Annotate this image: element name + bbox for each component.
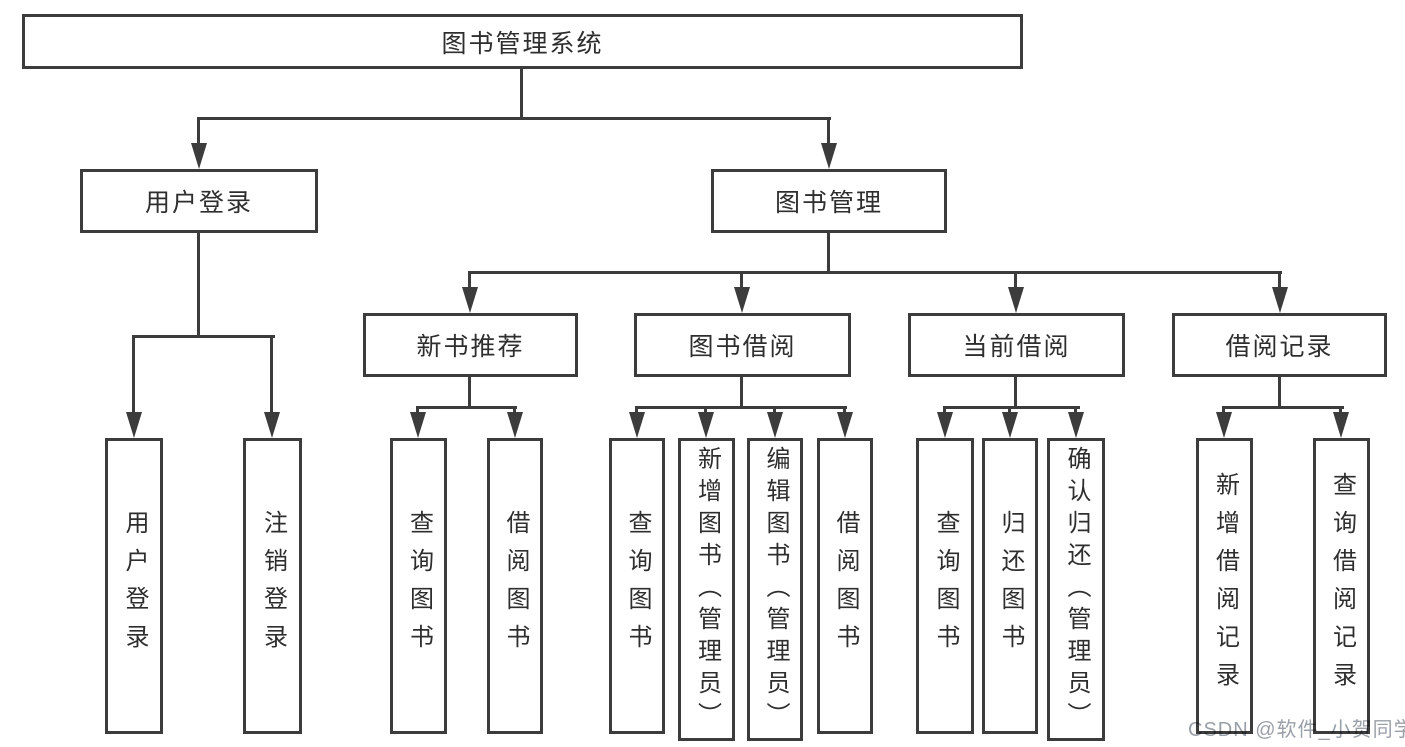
connector-line — [943, 406, 946, 416]
node-borrow-records-label: 借阅记录 — [1225, 333, 1334, 361]
node-bb-borrow: 借阅图书 — [817, 438, 873, 734]
node-book-mgmt-label: 图书管理 — [774, 189, 883, 217]
node-cb-return-label: 归还图书 — [997, 510, 1024, 662]
watermark-text: CSDN @软件_小贺同学 — [1188, 719, 1405, 741]
arrow-down-icon — [734, 287, 750, 313]
node-nb-borrow: 借阅图书 — [487, 438, 543, 734]
arrow-down-icon — [1002, 412, 1018, 438]
node-book-borrow-label: 图书借阅 — [688, 333, 797, 361]
node-br-add-label: 新增借阅记录 — [1211, 472, 1239, 700]
arrow-down-icon — [629, 412, 645, 438]
node-cb-confirm: 确认归还（管理员） — [1047, 438, 1105, 741]
arrow-down-icon — [698, 412, 714, 438]
node-br-add: 新增借阅记录 — [1196, 438, 1253, 734]
connector-line — [197, 233, 200, 337]
arrow-down-icon — [1216, 412, 1232, 438]
connector-line — [1339, 406, 1342, 416]
node-current-borrow-label: 当前借阅 — [962, 333, 1071, 361]
connector-line — [468, 271, 1282, 274]
node-bb-edit-label: 编辑图书（管理员） — [762, 445, 789, 734]
node-bb-query-label: 查询图书 — [624, 510, 651, 662]
arrow-down-icon — [1333, 412, 1349, 438]
node-login-label: 用户登录 — [121, 510, 148, 662]
arrow-down-icon — [767, 412, 783, 438]
arrow-down-icon — [507, 412, 523, 438]
node-nb-query: 查询图书 — [390, 438, 447, 734]
node-root: 图书管理系统 — [22, 14, 1023, 69]
connector-line — [773, 406, 776, 416]
node-cb-confirm-label: 确认归还（管理员） — [1063, 445, 1090, 734]
connector-line — [468, 271, 471, 289]
node-current-borrow: 当前借阅 — [908, 313, 1125, 377]
node-bb-borrow-label: 借阅图书 — [832, 510, 859, 662]
arrow-down-icon — [264, 412, 280, 438]
connector-line — [1074, 406, 1077, 416]
connector-line — [827, 233, 830, 274]
connector-line — [1014, 377, 1017, 409]
arrow-down-icon — [1272, 287, 1288, 313]
connector-line — [520, 69, 523, 118]
node-br-query-label: 查询借阅记录 — [1328, 472, 1356, 700]
arrow-down-icon — [191, 143, 207, 169]
connector-line — [1222, 406, 1225, 416]
arrow-down-icon — [837, 412, 853, 438]
node-bb-add-label: 新增图书（管理员） — [693, 445, 721, 734]
node-bb-add: 新增图书（管理员） — [678, 438, 735, 741]
connector-line — [270, 335, 273, 414]
node-new-book-rec: 新书推荐 — [363, 313, 578, 377]
connector-line — [197, 117, 200, 145]
connector-line — [416, 406, 517, 409]
connector-line — [513, 406, 516, 416]
connector-line — [635, 406, 847, 409]
connector-line — [132, 335, 275, 338]
arrow-down-icon — [410, 412, 426, 438]
connector-line — [635, 406, 638, 416]
arrow-down-icon — [462, 287, 478, 313]
node-nb-borrow-label: 借阅图书 — [502, 510, 529, 662]
node-bb-query: 查询图书 — [609, 438, 665, 734]
connector-line — [827, 117, 830, 145]
connector-line — [197, 117, 831, 120]
connector-line — [943, 406, 1080, 409]
connector-line — [1014, 271, 1017, 289]
connector-line — [1278, 377, 1281, 409]
node-nb-query-label: 查询图书 — [405, 510, 433, 662]
connector-line — [740, 271, 743, 289]
arrow-down-icon — [821, 143, 837, 169]
node-bb-edit: 编辑图书（管理员） — [747, 438, 803, 741]
arrow-down-icon — [1008, 287, 1024, 313]
arrow-down-icon — [126, 412, 142, 438]
connector-line — [740, 377, 743, 409]
node-cb-return: 归还图书 — [982, 438, 1038, 734]
connector-line — [704, 406, 707, 416]
node-logout-label: 注销登录 — [259, 510, 287, 662]
node-new-book-rec-label: 新书推荐 — [416, 333, 525, 361]
node-user-login-label: 用户登录 — [144, 189, 253, 217]
connector-line — [132, 335, 135, 414]
node-user-login: 用户登录 — [80, 169, 318, 233]
node-br-query: 查询借阅记录 — [1313, 438, 1370, 734]
node-book-mgmt: 图书管理 — [711, 169, 947, 233]
node-book-borrow: 图书借阅 — [634, 313, 851, 377]
arrow-down-icon — [937, 412, 953, 438]
node-borrow-records: 借阅记录 — [1172, 313, 1387, 377]
connector-line — [843, 406, 846, 416]
node-login: 用户登录 — [105, 438, 163, 734]
node-logout: 注销登录 — [243, 438, 302, 734]
node-cb-query: 查询图书 — [916, 438, 974, 734]
connector-line — [1278, 271, 1281, 289]
node-root-label: 图书管理系统 — [441, 29, 604, 58]
connector-line — [1222, 406, 1344, 409]
connector-line — [416, 406, 419, 416]
node-cb-query-label: 查询图书 — [932, 510, 959, 662]
connector-line — [468, 377, 471, 409]
connector-line — [1008, 406, 1011, 416]
arrow-down-icon — [1068, 412, 1084, 438]
